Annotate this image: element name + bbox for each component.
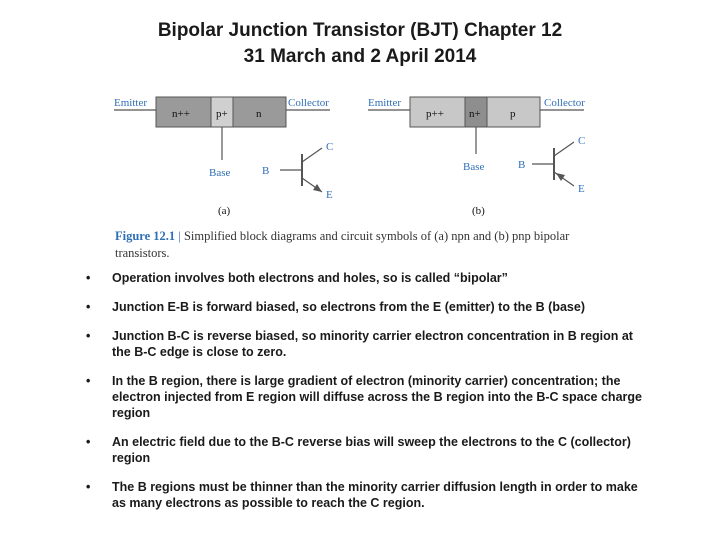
bullet-list: • Operation involves both electrons and h… (86, 270, 646, 524)
npn-collector-label: Collector (288, 97, 329, 109)
bullet-item: • An electric field due to the B-C revers… (86, 434, 646, 466)
bullet-text: Junction B-C is reverse biased, so minor… (112, 329, 633, 359)
bullet-text: In the B region, there is large gradient… (112, 374, 642, 420)
bjt-diagram: Emitter Collector n++ p+ n Base (a) C B … (114, 96, 585, 217)
pnp-emitter-label: Emitter (368, 97, 401, 109)
npn-e-label: E (326, 189, 333, 201)
pnp-symbol: C B E (518, 135, 585, 195)
bullet-dot: • (86, 271, 91, 285)
bullet-dot: • (86, 300, 91, 314)
pnp-region-collector: p (510, 108, 516, 120)
caption-text: Simplified block diagrams and circuit sy… (115, 229, 570, 260)
pnp-collector-label: Collector (544, 97, 585, 109)
npn-c-label: C (326, 141, 333, 153)
pnp-panel-label: (b) (472, 205, 485, 217)
bullet-text: Operation involves both electrons and ho… (112, 271, 508, 285)
caption-label: Figure 12.1 (115, 229, 176, 243)
bullet-item: • Operation involves both electrons and h… (86, 270, 646, 286)
pnp-block: Emitter Collector p++ n+ p Base (b) (368, 96, 585, 217)
slide-title: Bipolar Junction Transistor (BJT) Chapte… (0, 18, 720, 70)
pnp-region-base: n+ (469, 108, 481, 120)
npn-region-collector: n (256, 108, 262, 120)
npn-symbol: C B E (262, 141, 333, 201)
bullet-item: • Junction B-C is reverse biased, so mino… (86, 328, 646, 360)
bullet-item: • The B regions must be thinner than the … (86, 479, 646, 511)
figure-caption: Figure 12.1 | Simplified block diagrams … (115, 228, 595, 262)
bjt-figure: Emitter Collector n++ p+ n Base (a) C B … (108, 88, 628, 218)
npn-region-emitter: n++ (172, 108, 190, 120)
bullet-dot: • (86, 329, 91, 343)
bullet-dot: • (86, 435, 91, 449)
pnp-base-label: Base (463, 161, 485, 173)
bullet-text: Junction E-B is forward biased, so elect… (112, 300, 585, 314)
npn-panel-label: (a) (218, 205, 231, 217)
bullet-text: The B regions must be thinner than the m… (112, 480, 638, 510)
npn-b-label: B (262, 165, 269, 177)
bullet-item: • In the B region, there is large gradien… (86, 373, 646, 421)
bullet-dot: • (86, 374, 91, 388)
title-line-2: 31 March and 2 April 2014 (243, 46, 477, 67)
npn-block: Emitter Collector n++ p+ n Base (a) (114, 96, 330, 217)
bullet-item: • Junction E-B is forward biased, so elec… (86, 299, 646, 315)
caption-separator: | (178, 229, 181, 243)
pnp-c-label: C (578, 135, 585, 147)
pnp-region-emitter: p++ (426, 108, 444, 120)
title-line-1: Bipolar Junction Transistor (BJT) Chapte… (157, 20, 563, 41)
bullet-dot: • (86, 480, 91, 494)
npn-region-base: p+ (216, 108, 228, 120)
pnp-e-label: E (578, 183, 585, 195)
pnp-b-label: B (518, 159, 525, 171)
npn-base-label: Base (209, 167, 231, 179)
npn-emitter-label: Emitter (114, 97, 147, 109)
bullet-text: An electric field due to the B-C reverse… (112, 435, 631, 465)
